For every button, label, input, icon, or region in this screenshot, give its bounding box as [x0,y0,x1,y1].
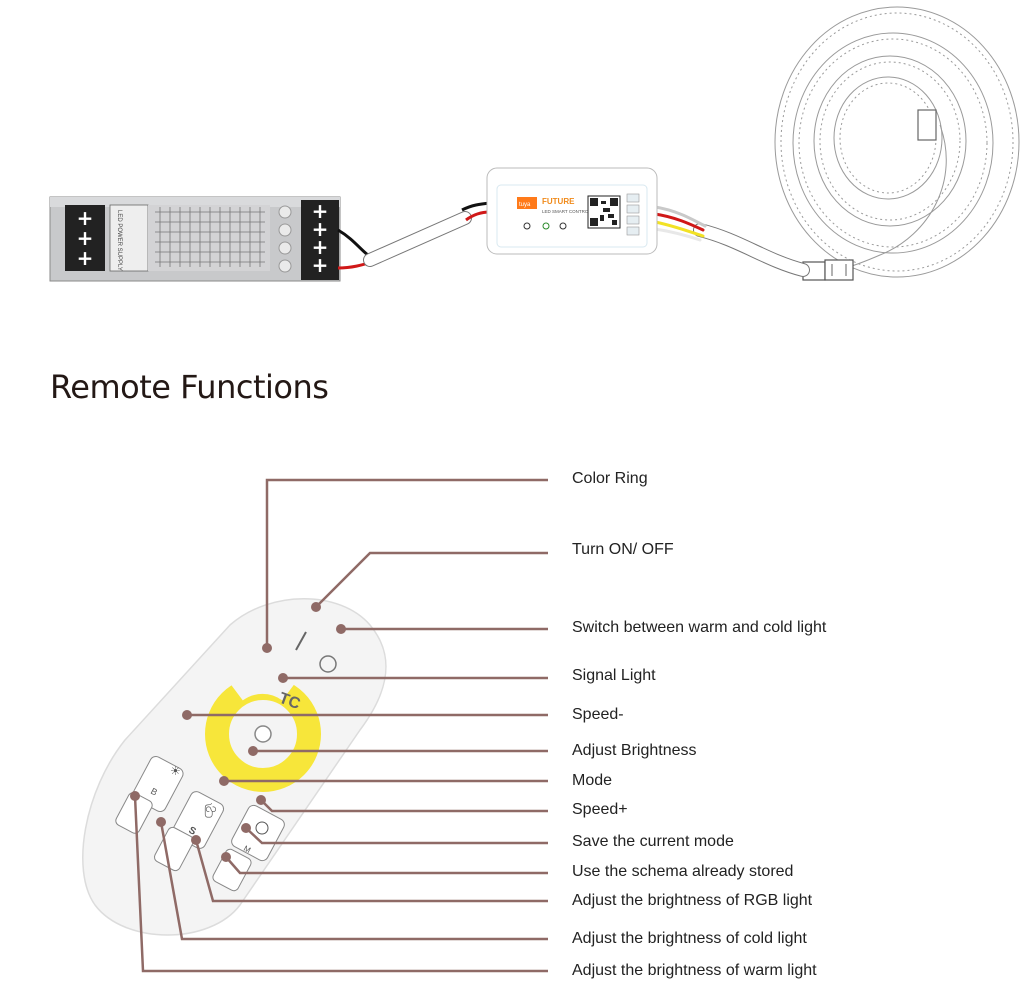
callout-warm-brightness: Adjust the brightness of warm light [572,962,817,979]
power-on-symbol[interactable] [319,655,337,673]
strip-connector [802,259,854,281]
callout-cold-brightness: Adjust the brightness of cold light [572,930,807,947]
controller-brand: FUTURE [542,197,575,206]
callout-speed-minus: Speed- [572,706,624,723]
power-off-symbol[interactable] [295,631,307,651]
remote-letter-m: M [242,844,252,855]
callout-stored-schema: Use the schema already stored [572,863,794,880]
svg-text:+: + [312,199,329,223]
section-title: Remote Functions [50,368,329,406]
swirl-icon: ꩺ [204,801,217,818]
tuya-badge [517,197,537,209]
callout-warm-cold-switch: Switch between warm and cold light [572,619,827,636]
smart-controller: tuya FUTURE LED SMART CONTROLLER [486,167,658,255]
svg-text:+: + [312,235,329,259]
svg-text:+: + [312,217,329,241]
led-strip-coil [774,6,1020,278]
remote-brand-text: TC [277,690,303,713]
strip-end-cap [917,109,937,141]
callout-save-mode: Save the current mode [572,833,734,850]
remote-control: TC ☀ B ꩺ S M [82,598,387,936]
remote-letter-b: B [149,786,159,798]
power-supply: +++ ++++ LED POWER SUPPLY [49,196,341,282]
callout-adjust-brightness: Adjust Brightness [572,742,697,759]
svg-text:+: + [77,226,94,250]
svg-text:+: + [77,206,94,230]
callout-turn-on-off: Turn ON/ OFF [572,541,674,558]
callout-speed-plus: Speed+ [572,801,628,818]
brightness-center-button[interactable] [254,725,272,743]
callout-color-ring: Color Ring [572,470,648,487]
controller-subtitle: LED SMART CONTROLLER [542,209,600,214]
callout-rgb-brightness: Adjust the brightness of RGB light [572,892,813,909]
leader-lines [133,478,548,973]
svg-text:+: + [77,246,94,270]
callout-mode: Mode [572,772,613,789]
rgb-circles-icon [255,821,269,835]
sun-icon: ☀ [170,764,181,778]
power-supply-label: LED POWER SUPPLY [116,210,122,271]
vent-grille [155,207,265,267]
leader-dots [130,602,346,862]
output-wires [653,205,707,242]
remote-letter-s: S [187,825,198,838]
callout-signal-light: Signal Light [572,667,656,684]
warm-brightness-button[interactable] [114,791,154,835]
controller-tag: tuya [519,202,531,208]
svg-text:+: + [312,253,329,277]
qr-code [587,195,621,229]
